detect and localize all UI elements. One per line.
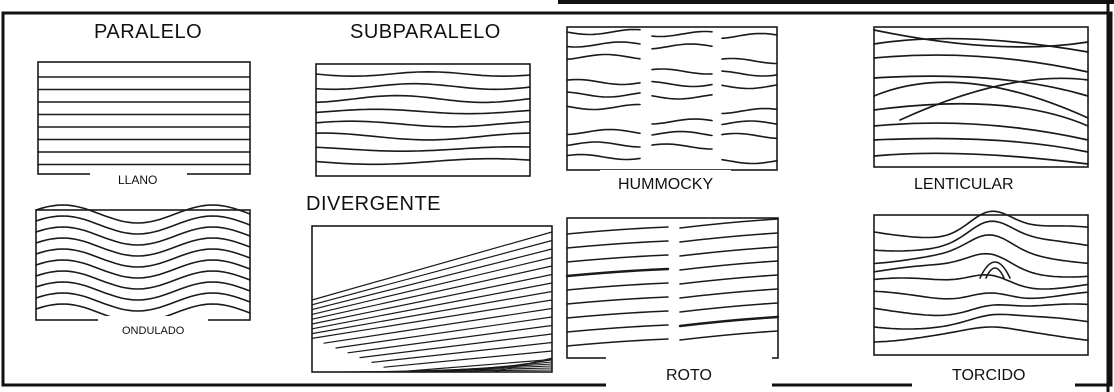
- label-llano: LLANO: [90, 170, 187, 196]
- label-roto: ROTO: [606, 356, 772, 392]
- label-ondulado: ONDULADO: [98, 316, 208, 349]
- label-divergente: DIVERGENTE: [304, 192, 449, 220]
- label-lenticular: LENTICULAR: [900, 170, 1038, 203]
- label-hummocky: HUMMOCKY: [600, 170, 731, 203]
- label-paralelo: PARALELO: [94, 22, 202, 42]
- label-torcido: TORCIDO: [912, 356, 1075, 392]
- label-subparalelo: SUBPARALELO: [350, 22, 501, 42]
